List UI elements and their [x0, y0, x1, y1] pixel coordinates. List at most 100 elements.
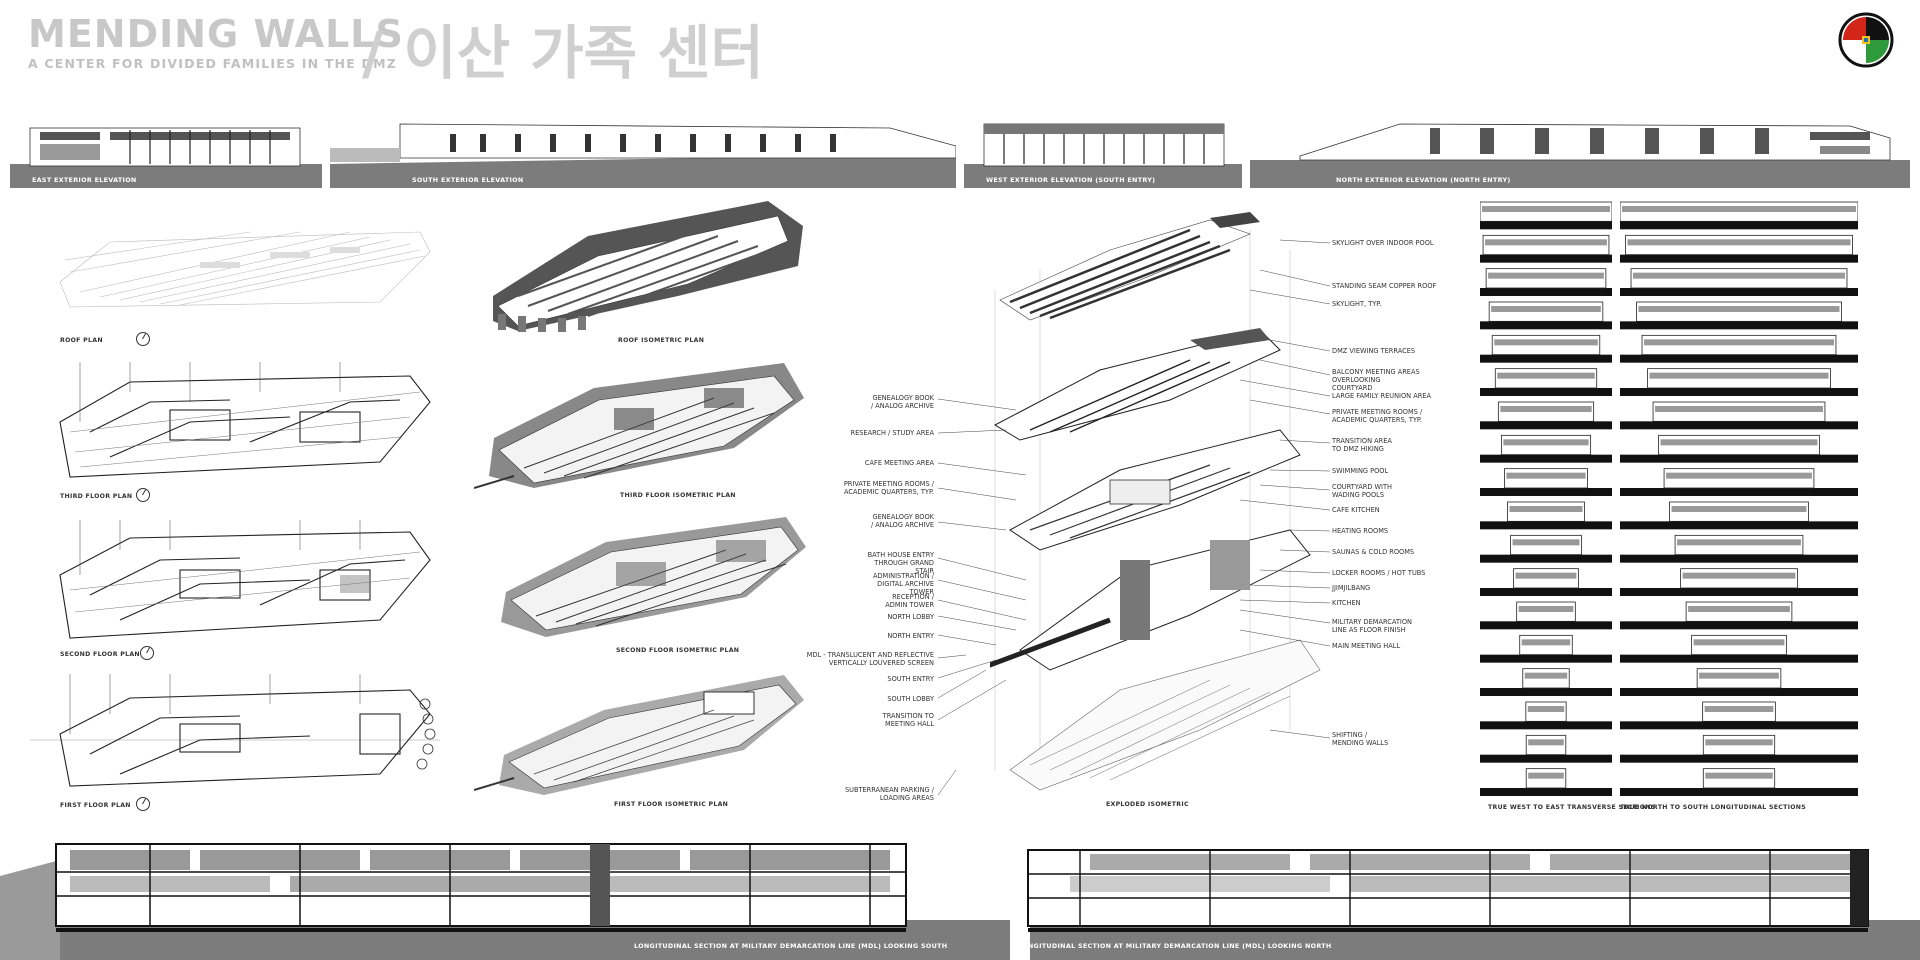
section-floor-band: [1494, 339, 1598, 346]
annotation-left: GENEALOGY BOOK / ANALOG ARCHIVE: [870, 394, 934, 410]
section-floor-band: [1704, 706, 1774, 712]
section-ground: [1480, 354, 1612, 363]
first-floor-plan-drawing: [30, 674, 440, 787]
section-ground: [1480, 221, 1612, 230]
annotation-right: COURTYARD WITH WADING POOLS: [1332, 483, 1392, 499]
section-ground: [1620, 654, 1858, 663]
section-ground: [1480, 254, 1612, 263]
section-ground: [1480, 688, 1612, 696]
annotation-left: NORTH LOBBY: [887, 613, 934, 621]
section-floor-band: [1528, 739, 1564, 746]
longitudinal-label: TRUE NORTH TO SOUTH LONGITUDINAL SECTION…: [1620, 804, 1807, 811]
annotation-left: SUBTERRANEAN PARKING / LOADING AREAS: [844, 786, 934, 802]
section-floor-band: [1515, 572, 1577, 579]
annotation-right: MILITARY DEMARCATION LINE AS FLOOR FINIS…: [1332, 618, 1412, 634]
annotation-left: SOUTH LOBBY: [887, 695, 934, 703]
section-ground: [1480, 521, 1612, 530]
north-arrow-icon: [136, 488, 150, 502]
annotation-right: PRIVATE MEETING ROOMS / ACADEMIC QUARTER…: [1332, 408, 1423, 424]
section-floor-band: [1528, 772, 1564, 779]
section-ground: [1480, 321, 1612, 330]
annotation-left: BATH HOUSE ENTRY THROUGH GRAND STAIR: [867, 551, 934, 575]
exploded-label: EXPLODED ISOMETRIC: [1106, 801, 1189, 808]
section-label: LONGITUDINAL SECTION AT MILITARY DEMARCA…: [1018, 942, 1332, 950]
section-floor-band: [1627, 239, 1851, 246]
elevation-label: NORTH EXTERIOR ELEVATION (NORTH ENTRY): [1336, 176, 1511, 184]
long-section-north: [1010, 836, 1920, 960]
long-section-south: [0, 843, 1010, 960]
annotation-left: PRIVATE MEETING ROOMS / ACADEMIC QUARTER…: [843, 480, 934, 496]
section-ground: [1620, 388, 1858, 396]
section-floor-band: [1633, 272, 1845, 279]
section-floor-band: [1699, 672, 1779, 679]
section-floor-band: [1705, 739, 1773, 746]
section-floor-band: [1655, 406, 1823, 412]
roof-plan-drawing: [59, 231, 431, 308]
section-floor-band: [1482, 206, 1610, 212]
annotation-left: RESEARCH / STUDY AREA: [850, 429, 935, 437]
section-ground: [1620, 488, 1858, 496]
section-ground: [1480, 621, 1612, 630]
annotation-right: JJIMJILBANG: [1332, 584, 1371, 592]
section-ground: [1620, 721, 1858, 730]
exploded-isometric-drawing: [990, 212, 1321, 791]
plan-label: ROOF PLAN: [60, 337, 103, 344]
first-floor-isometric-drawing: [474, 675, 804, 795]
section-floor-band: [1660, 439, 1818, 446]
section-ground: [1480, 721, 1612, 730]
isometric-label: ROOF ISOMETRIC PLAN: [618, 337, 705, 344]
section-ground: [1620, 521, 1858, 530]
section-floor-band: [1524, 672, 1568, 679]
section-floor-band: [1682, 572, 1796, 579]
section-floor-band: [1509, 506, 1583, 512]
plan-label: SECOND FLOOR PLAN: [60, 651, 140, 658]
section-label: LONGITUDINAL SECTION AT MILITARY DEMARCA…: [634, 942, 948, 950]
section-ground: [1620, 788, 1858, 796]
annotation-right: SWIMMING POOL: [1332, 467, 1389, 475]
annotation-right: LARGE FAMILY REUNION AREA: [1332, 392, 1431, 400]
section-floor-band: [1518, 606, 1574, 612]
section-ground: [1480, 454, 1612, 463]
transverse-sections: [1480, 201, 1612, 796]
section-ground: [1480, 654, 1612, 663]
board-title: MENDING WALLS: [28, 12, 404, 56]
isometric-label: THIRD FLOOR ISOMETRIC PLAN: [620, 492, 736, 499]
third-floor-isometric-drawing: [474, 363, 804, 489]
annotation-right: LOCKER ROOMS / HOT TUBS: [1332, 569, 1426, 577]
section-ground: [1480, 288, 1612, 296]
section-floor-band: [1491, 306, 1601, 312]
annotation-right: DMZ VIEWING TERRACES: [1332, 347, 1416, 355]
annotation-left: RECEPTION / ADMIN TOWER: [885, 593, 934, 609]
annotation-right: TRANSITION AREA TO DMZ HIKING: [1332, 437, 1392, 453]
longitudinal-sections: [1620, 201, 1858, 796]
section-ground: [1620, 321, 1858, 330]
section-floor-band: [1688, 606, 1790, 612]
elevation-north: NORTH EXTERIOR ELEVATION (NORTH ENTRY): [1250, 118, 1910, 188]
annotation-right: HEATING ROOMS: [1332, 527, 1389, 535]
annotation-left: TRANSITION TO MEETING HALL: [882, 712, 934, 728]
section-ground: [1620, 288, 1858, 296]
plan-label: THIRD FLOOR PLAN: [60, 493, 133, 500]
second-floor-plan-drawing: [59, 520, 431, 639]
section-floor-band: [1693, 639, 1785, 646]
section-ground: [1620, 421, 1858, 430]
section-floor-band: [1649, 372, 1829, 379]
four-color-circle-logo: [1838, 12, 1894, 68]
section-ground: [1480, 421, 1612, 430]
right-leader-lines: [1240, 239, 1331, 739]
section-ground: [1620, 221, 1858, 230]
section-ground: [1480, 754, 1612, 763]
section-ground: [1620, 621, 1858, 630]
section-ground: [1480, 554, 1612, 563]
section-ground: [1480, 588, 1612, 596]
section-floor-band: [1521, 639, 1571, 646]
annotation-right: KITCHEN: [1332, 599, 1361, 607]
section-ground: [1620, 688, 1858, 696]
north-arrow-icon: [136, 797, 150, 811]
annotation-right: STANDING SEAM COPPER ROOF: [1332, 282, 1437, 290]
section-ground: [1480, 788, 1612, 796]
third-floor-plan-drawing: [59, 362, 431, 478]
section-ground: [1620, 588, 1858, 596]
second-floor-isometric-drawing: [501, 517, 806, 637]
plan-label: FIRST FLOOR PLAN: [60, 802, 131, 809]
